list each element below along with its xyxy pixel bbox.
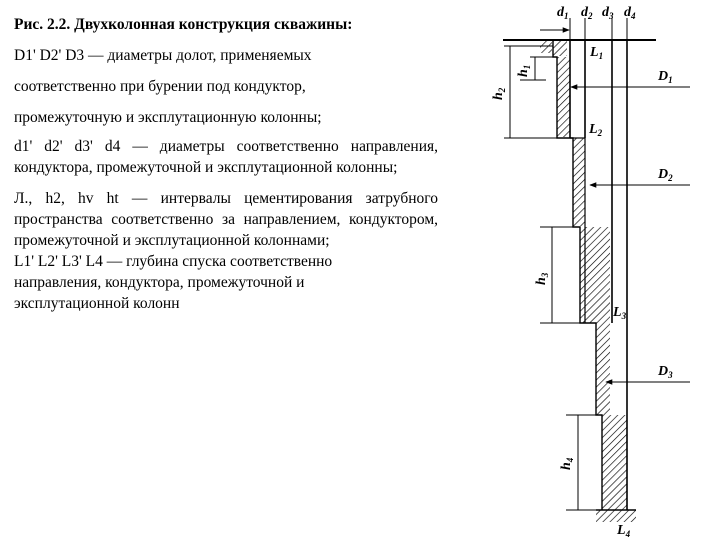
label-d2: d2 — [581, 5, 593, 21]
legend-setting-depths-line-1: L1' L2' L3' L4 — глубина спуска соответс… — [14, 253, 333, 270]
legend-panel: Рис. 2.2. Двухколонная конструкция скваж… — [14, 14, 438, 314]
figure-title: Рис. 2.2. Двухколонная конструкция скваж… — [14, 16, 353, 33]
cement-production — [602, 415, 627, 510]
label-h1: h1 — [516, 65, 532, 77]
legend-bit-diameters-line-3: промежуточную и эксплутационную колонны; — [14, 109, 322, 126]
legend-cement-intervals: Л., h2, hv ht — интервалы цементирования… — [14, 190, 438, 249]
label-d4: d4 — [624, 5, 636, 21]
cement-direction — [553, 41, 567, 56]
label-h2: h2 — [491, 87, 507, 100]
label-d3: d3 — [602, 5, 614, 21]
cement-intermediate-lower — [596, 323, 610, 415]
legend-bit-diameters-line-1: D1' D2' D3 — диаметры долот, применяемых — [14, 47, 312, 64]
label-D2: D2 — [657, 167, 673, 183]
label-D1: D1 — [657, 69, 673, 85]
label-h3: h3 — [534, 272, 550, 285]
label-L2: L2 — [588, 122, 603, 138]
bottom-hatch — [596, 510, 636, 522]
top-diameter-markers — [540, 18, 628, 40]
h4-dimension — [566, 414, 602, 511]
label-d1: d1 — [557, 5, 569, 21]
h2-dimension — [504, 45, 557, 139]
legend-setting-depths-line-3: эксплутационной колонн — [14, 295, 180, 312]
label-L1: L1 — [589, 45, 603, 61]
label-h4: h4 — [559, 457, 575, 470]
cement-conductor-lower — [573, 138, 585, 226]
surface-hatch — [540, 41, 552, 53]
label-D3: D3 — [657, 364, 673, 380]
legend-setting-depths: L1' L2' L3' L4 — глубина спуска соответс… — [14, 251, 438, 314]
cement-conductor — [557, 57, 570, 137]
label-L3: L3 — [612, 305, 627, 321]
label-L4: L4 — [616, 523, 631, 539]
h3-dimension — [540, 226, 596, 324]
h1-dimension — [520, 56, 557, 81]
legend-bit-diameters: D1' D2' D3 — диаметры долот, применяемых… — [14, 40, 438, 133]
legend-casing-diameters: d1' d2' d3' d4 — диаметры соответственно… — [14, 138, 438, 176]
legend-setting-depths-line-2: направления, кондуктора, промежуточной и — [14, 274, 305, 291]
legend-bit-diameters-line-2: соответственно при бурении под кондуктор… — [14, 78, 306, 95]
